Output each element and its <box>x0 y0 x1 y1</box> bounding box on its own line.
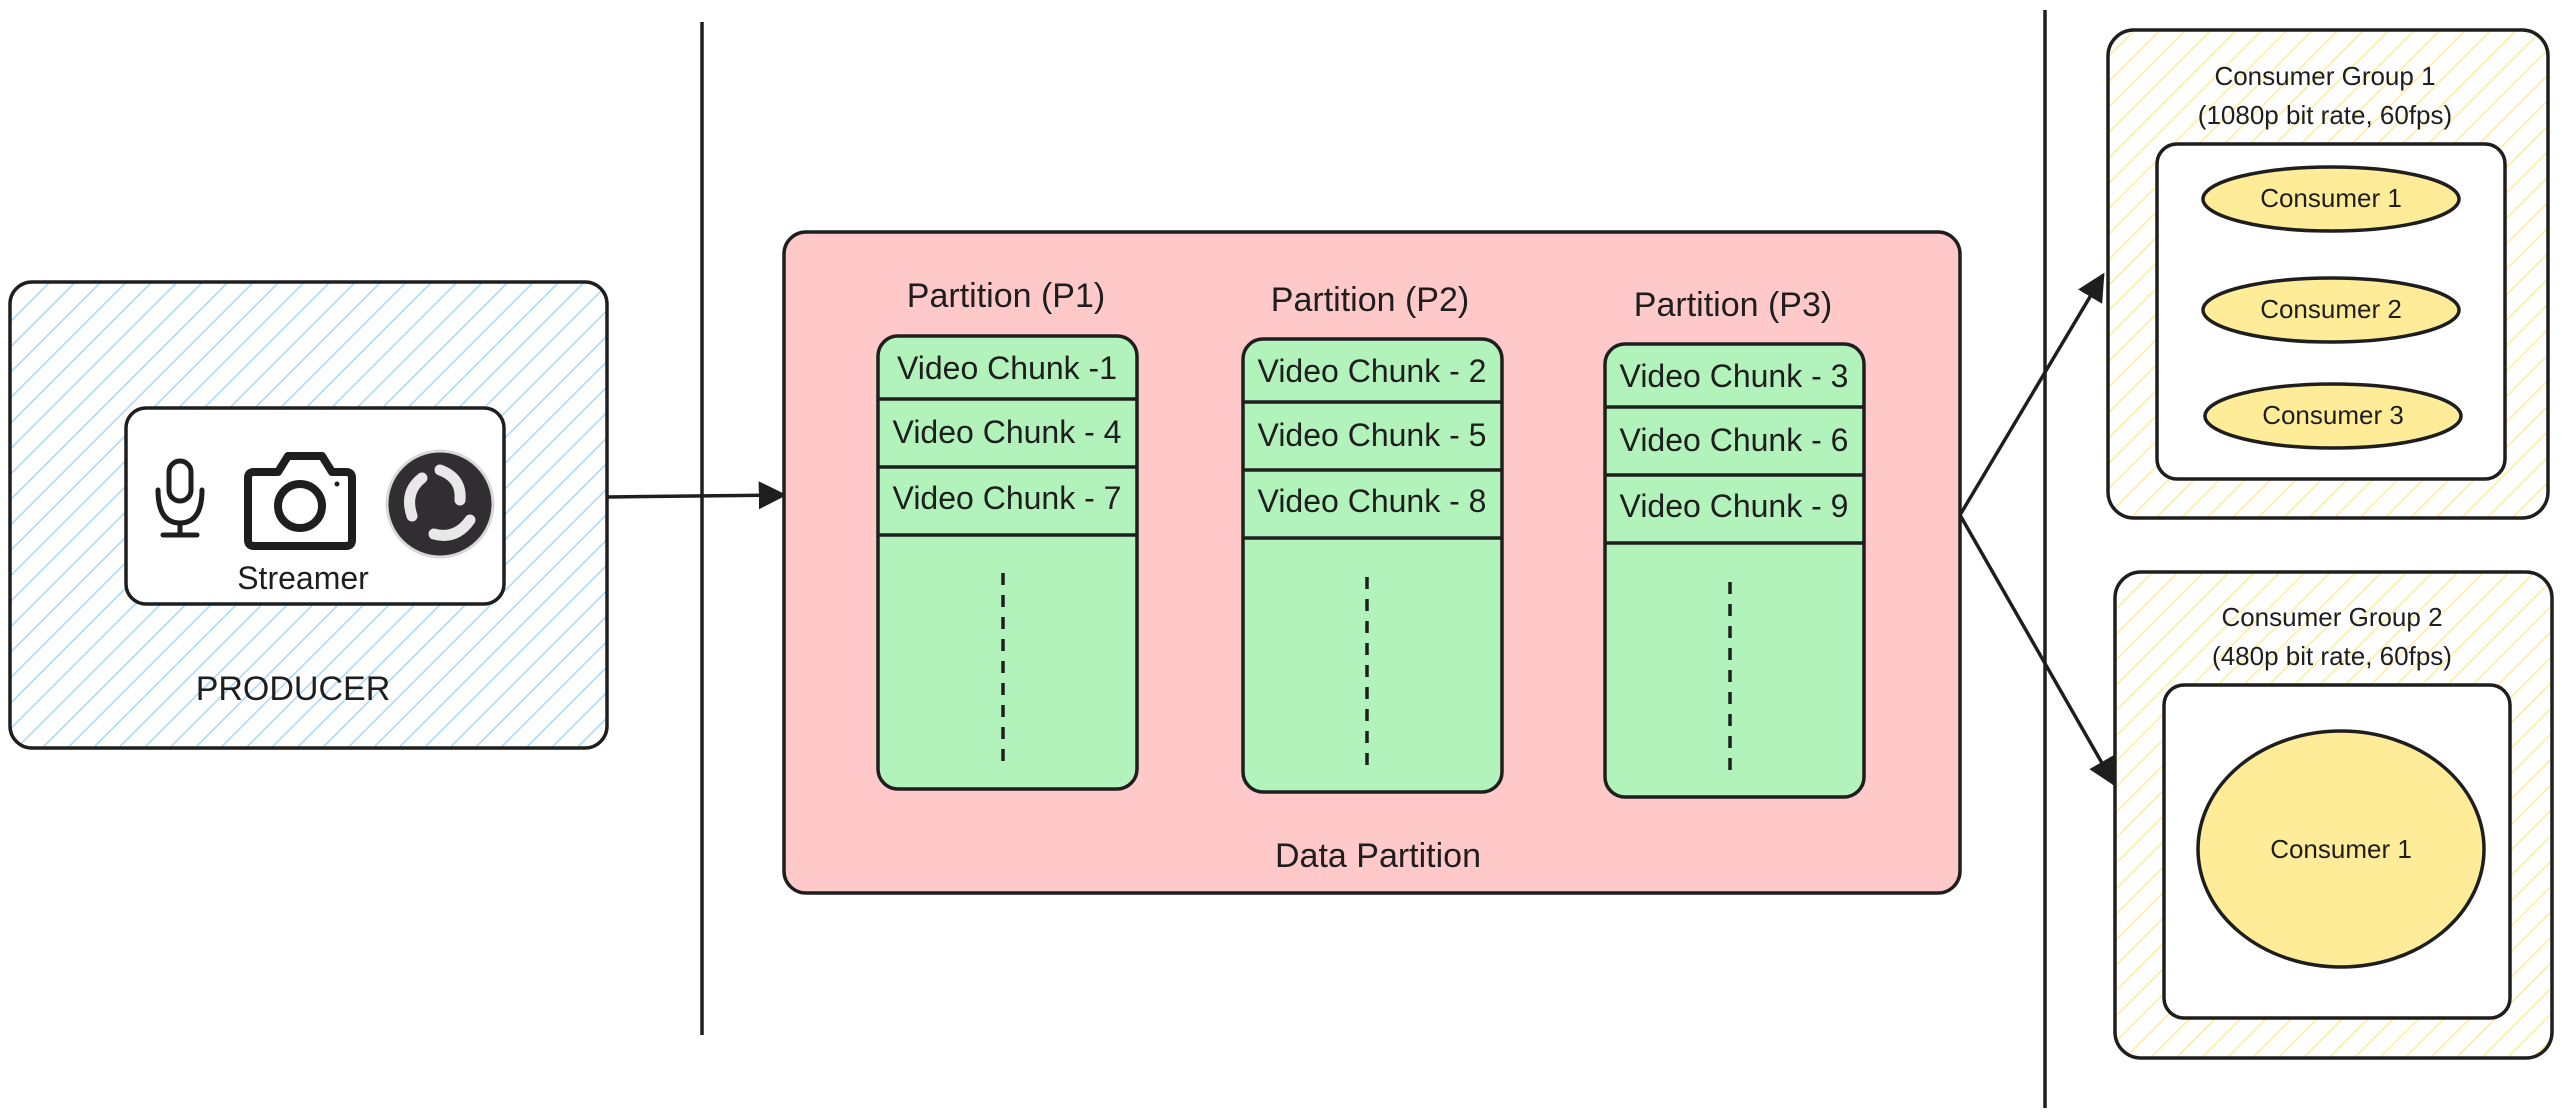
video-chunk-cell: Video Chunk - 9 <box>1620 488 1849 524</box>
consumer-group-subtitle: (1080p bit rate, 60fps) <box>2198 100 2452 130</box>
streamer-box <box>124 406 506 606</box>
consumer-label: Consumer 2 <box>2260 294 2402 324</box>
consumer-label: Consumer 1 <box>2270 834 2412 864</box>
producer-to-partition-arrow <box>606 481 787 510</box>
camera-icon <box>244 452 356 550</box>
consumer-node <box>2201 276 2461 344</box>
consumer-node <box>2203 382 2463 450</box>
streamer-label: Streamer <box>237 560 369 596</box>
consumer-group-title: Consumer Group 2 <box>2221 602 2442 632</box>
partition-to-group1-arrow <box>1958 272 2105 516</box>
video-chunk-cell: Video Chunk - 6 <box>1620 422 1849 458</box>
consumer-group-1: Consumer Group 1 (1080p bit rate, 60fps)… <box>2106 28 2550 520</box>
video-chunk-cell: Video Chunk -1 <box>897 350 1117 386</box>
consumer-label: Consumer 3 <box>2262 400 2404 430</box>
producer-block: Streamer PRODUCER <box>8 280 609 750</box>
partition-title: Partition (P3) <box>1634 286 1832 324</box>
video-chunk-cell: Video Chunk - 4 <box>893 414 1122 450</box>
partition-p1: Partition (P1) Video Chunk -1 Video Chun… <box>876 277 1139 791</box>
obs-logo-icon <box>385 449 495 559</box>
microphone-icon <box>155 458 205 538</box>
video-chunk-cell: Video Chunk - 5 <box>1258 417 1487 453</box>
partition-title: Partition (P2) <box>1271 281 1469 319</box>
consumer-label: Consumer 1 <box>2260 183 2402 213</box>
consumer-group-title: Consumer Group 1 <box>2214 61 2435 91</box>
partition-to-group2-arrow <box>1958 514 2116 787</box>
producer-label: PRODUCER <box>196 670 391 708</box>
video-chunk-cell: Video Chunk - 8 <box>1258 483 1487 519</box>
video-chunk-cell: Video Chunk - 2 <box>1258 353 1487 389</box>
video-chunk-cell: Video Chunk - 3 <box>1620 358 1849 394</box>
consumer-node <box>2201 165 2461 233</box>
partition-p3: Partition (P3) Video Chunk - 3 Video Chu… <box>1603 286 1866 799</box>
video-chunk-cell: Video Chunk - 7 <box>893 480 1122 516</box>
data-partition-label: Data Partition <box>1275 837 1481 875</box>
partition-title: Partition (P1) <box>907 277 1105 315</box>
partition-p2: Partition (P2) Video Chunk - 2 Video Chu… <box>1241 281 1504 794</box>
consumer-group-subtitle: (480p bit rate, 60fps) <box>2212 641 2452 671</box>
consumer-group-2: Consumer Group 2 (480p bit rate, 60fps) … <box>2113 570 2554 1060</box>
consumer-node <box>2196 729 2486 969</box>
